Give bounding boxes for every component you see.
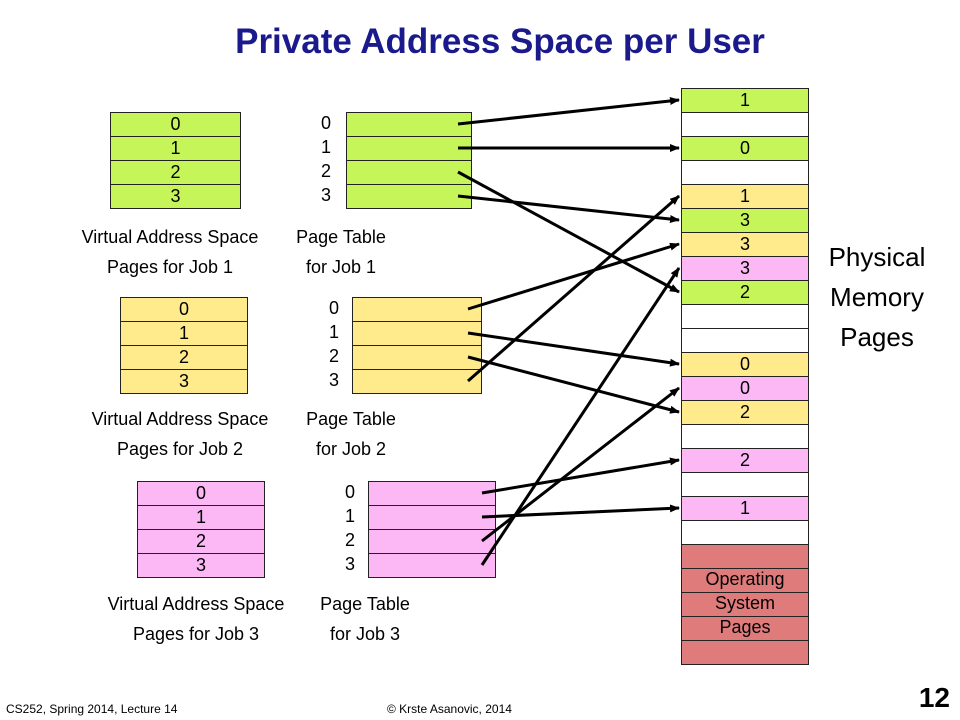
os-pages-label: Pages [719, 617, 771, 637]
os-page-cell [681, 640, 809, 665]
page-table-index: 1 [328, 322, 339, 342]
physical-page-cell: 0 [681, 376, 809, 401]
page-table-entry [352, 369, 482, 394]
caption-line: Pages for Job 3 [132, 624, 260, 644]
page-table-index: 1 [344, 506, 355, 526]
page-table-entry [346, 112, 472, 137]
page-table-index: 3 [344, 554, 355, 574]
physical-memory-label: Physical Memory Pages [812, 237, 942, 357]
mapping-arrow [467, 331, 680, 367]
virtual-page-cell: 1 [137, 505, 265, 530]
page-table-index: 3 [320, 185, 331, 205]
os-page-cell [681, 616, 809, 641]
caption-line: for Job 2 [315, 439, 387, 459]
physical-page-cell: 0 [681, 352, 809, 377]
physical-label-line: Memory [830, 282, 924, 312]
physical-page-cell: 1 [681, 496, 809, 521]
physical-page-cell: 2 [681, 448, 809, 473]
caption-line: for Job 1 [305, 257, 377, 277]
page-table-caption: Page Table for Job 1 [266, 222, 416, 282]
page-table-index: 0 [344, 482, 355, 502]
mapping-arrow [467, 194, 680, 383]
page-table-index: 0 [328, 298, 339, 318]
physical-page-cell: 1 [681, 184, 809, 209]
virtual-page-cell: 1 [110, 136, 241, 161]
page-table-entry [368, 481, 496, 506]
virtual-page-cell: 3 [137, 553, 265, 578]
os-pages-label: System [714, 593, 775, 613]
mapping-arrow [457, 96, 680, 126]
mapping-arrow [457, 194, 680, 224]
virtual-page-cell: 0 [120, 297, 248, 322]
footer-course: CS252, Spring 2014, Lecture 14 [6, 702, 178, 716]
page-table-entry [346, 160, 472, 185]
page-table-index: 1 [320, 137, 331, 157]
slide-title: Private Address Space per User [235, 22, 765, 61]
os-pages-label: Operating [705, 569, 785, 589]
physical-page-cell [681, 472, 809, 497]
caption-line: Virtual Address Space [107, 594, 285, 614]
page-table-caption: Page Table for Job 2 [276, 404, 426, 464]
caption-line: Pages for Job 1 [106, 257, 234, 277]
mapping-arrow [467, 242, 680, 311]
caption-line: Virtual Address Space [81, 227, 259, 247]
mapping-arrow [481, 457, 680, 495]
caption-line: Page Table [306, 409, 396, 429]
page-table-caption: Page Table for Job 3 [290, 589, 440, 649]
physical-page-cell: 1 [681, 88, 809, 113]
virtual-page-cell: 3 [120, 369, 248, 394]
mapping-arrow [467, 355, 680, 414]
page-table-index: 2 [328, 346, 339, 366]
physical-label-line: Physical [828, 242, 926, 272]
caption-line: Virtual Address Space [91, 409, 269, 429]
physical-page-cell: 2 [681, 400, 809, 425]
slide-number: 12 [918, 682, 950, 713]
caption-line: Pages for Job 2 [116, 439, 244, 459]
page-table-index: 3 [328, 370, 339, 390]
footer-copyright: © Krste Asanovic, 2014 [387, 702, 512, 716]
page-table-entry [368, 553, 496, 578]
caption-line: Page Table [320, 594, 410, 614]
virtual-page-cell: 0 [110, 112, 241, 137]
physical-page-cell [681, 424, 809, 449]
caption-line: Page Table [296, 227, 386, 247]
os-page-cell [681, 592, 809, 617]
page-table-index: 0 [320, 113, 331, 133]
mapping-arrow [457, 170, 680, 294]
page-table-entry [346, 184, 472, 209]
physical-label-line: Pages [840, 322, 914, 352]
mapping-arrow [481, 504, 680, 519]
page-table-index: 2 [320, 161, 331, 181]
caption-line: for Job 3 [329, 624, 401, 644]
physical-page-cell: 3 [681, 232, 809, 257]
virtual-page-cell: 3 [110, 184, 241, 209]
mapping-arrow [480, 267, 681, 566]
page-table-index: 2 [344, 530, 355, 550]
